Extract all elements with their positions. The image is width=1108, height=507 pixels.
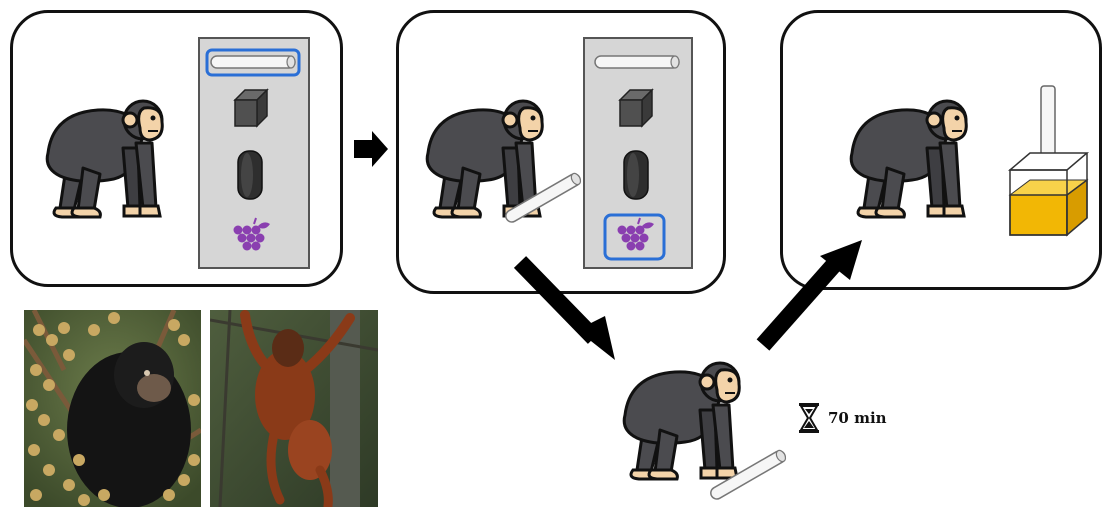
chimp-figure-2 — [425, 99, 544, 219]
arrow-right-icon — [354, 131, 388, 167]
waiting-timer: 70 min — [798, 402, 887, 434]
disc-icon — [623, 150, 649, 200]
arrow-up-right-icon — [756, 240, 862, 351]
orangutan-photo — [210, 310, 378, 507]
chimp-figure-waiting — [622, 361, 741, 481]
chimp-figure-3 — [849, 99, 968, 219]
cube-icon — [234, 89, 268, 127]
hourglass-icon — [799, 403, 819, 433]
disc-icon — [237, 150, 263, 200]
chimp-figure-1 — [45, 99, 164, 219]
chimpanzee-photo — [24, 310, 201, 507]
cube-icon — [619, 89, 653, 127]
grapes-icon — [232, 217, 271, 252]
grapes-icon — [616, 217, 655, 252]
timer-label: 70 min — [828, 409, 887, 427]
juice-apparatus-icon — [1007, 85, 1090, 237]
tube-tool-icon — [210, 55, 296, 69]
selection-highlight-grapes — [603, 213, 666, 261]
selection-highlight-tube — [205, 48, 301, 77]
tube-tool-icon — [594, 55, 680, 69]
arrow-down-right-icon — [513, 256, 615, 360]
